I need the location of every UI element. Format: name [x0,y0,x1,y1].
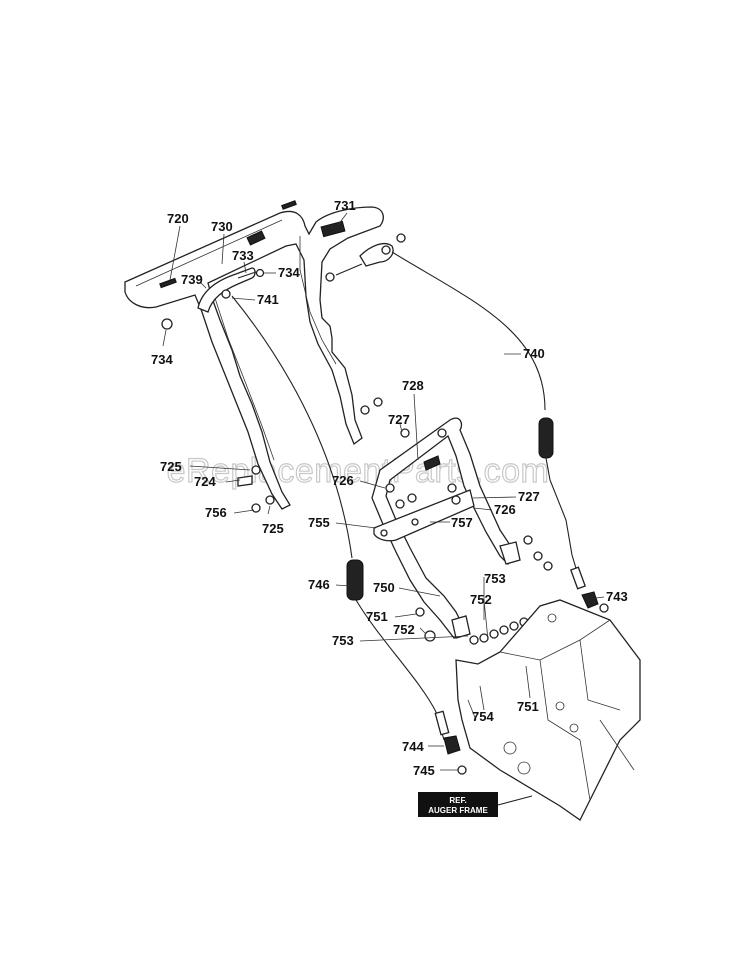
callout-727: 727 [518,489,540,504]
callout-752: 752 [393,622,415,637]
callout-745: 745 [413,763,435,778]
callout-752: 752 [470,592,492,607]
callout-720: 720 [167,211,189,226]
callout-724: 724 [194,474,216,489]
callout-755: 755 [308,515,330,530]
callout-725: 725 [262,521,284,536]
callout-739: 739 [181,272,203,287]
cable-746 [231,295,467,775]
leader-lines [162,212,605,771]
callout-734: 734 [278,265,300,280]
callout-746: 746 [308,577,330,592]
ref-auger-frame-label: REF. AUGER FRAME [418,792,533,817]
cable-740 [391,251,609,629]
upper-handle [124,206,384,510]
watermark-text: eReplacementParts.com [167,452,550,490]
auger-frame [455,599,641,821]
callout-753: 753 [484,571,506,586]
handle-bracket-755 [373,489,475,542]
callout-725: 725 [160,459,182,474]
callout-740: 740 [523,346,545,361]
svg-text:AUGER FRAME: AUGER FRAME [428,806,488,815]
callout-726: 726 [332,473,354,488]
callout-753: 753 [332,633,354,648]
callout-754: 754 [472,709,494,724]
top-hardware [161,233,406,330]
callout-741: 741 [257,292,279,307]
callout-750: 750 [373,580,395,595]
control-levers [197,242,394,313]
callout-751: 751 [366,609,388,624]
callout-727: 727 [388,412,410,427]
callout-744: 744 [402,739,424,754]
lower-handle [371,417,521,639]
callout-728: 728 [402,378,424,393]
decal-strips [159,200,346,289]
svg-text:REF.: REF. [449,796,466,805]
callout-726: 726 [494,502,516,517]
callout-733: 733 [232,248,254,263]
callout-757: 757 [451,515,473,530]
callout-734: 734 [151,352,173,367]
callout-730: 730 [211,219,233,234]
callout-743: 743 [606,589,628,604]
callout-labels: 720 730 731 733 739 734 741 734 740 728 … [151,198,628,778]
callout-756: 756 [205,505,227,520]
callout-751: 751 [517,699,539,714]
callout-731: 731 [334,198,356,213]
